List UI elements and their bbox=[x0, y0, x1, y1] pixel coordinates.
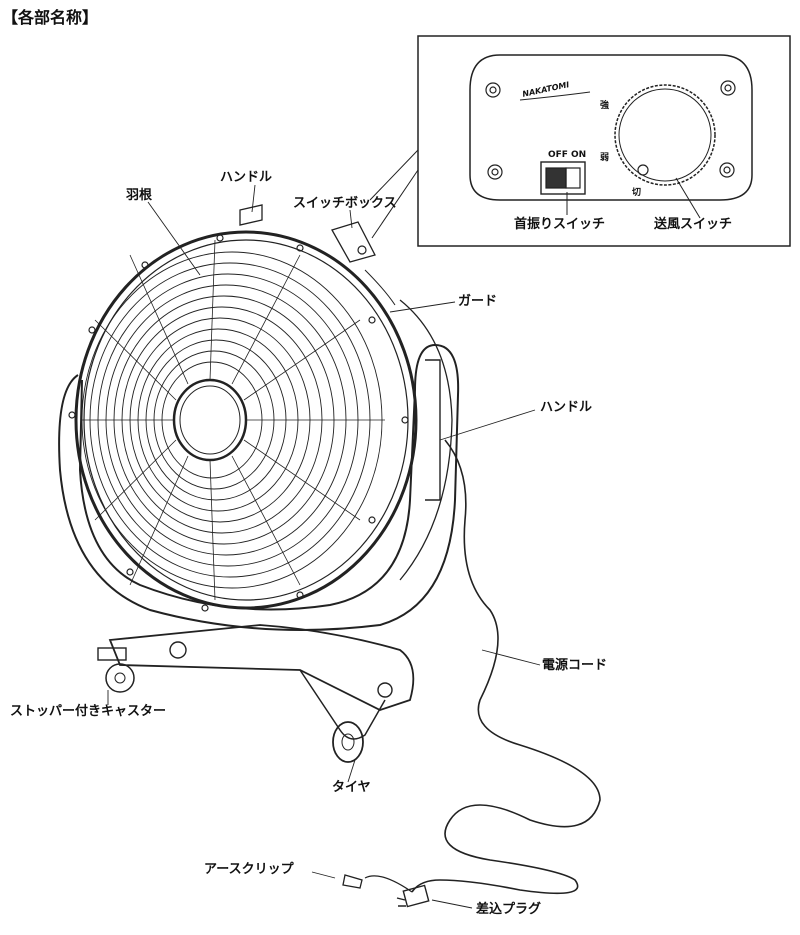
plug-label: 差込プラグ bbox=[476, 902, 542, 917]
plug bbox=[402, 884, 430, 908]
caster-wheel bbox=[97, 647, 135, 693]
leader-lines bbox=[107, 184, 541, 909]
side-handle bbox=[425, 359, 441, 501]
switch-box bbox=[331, 221, 376, 263]
power-cord bbox=[411, 439, 601, 895]
airflow-switch-label: 送風スイッチ bbox=[654, 217, 733, 232]
switch-off-text: OFF bbox=[548, 150, 568, 160]
airflow-dial bbox=[614, 84, 716, 186]
side-handle-label: ハンドル bbox=[540, 400, 593, 415]
switch-box-label: スイッチボックス bbox=[293, 196, 397, 211]
yoke-frame bbox=[58, 343, 460, 631]
dial-weak-text: 弱 bbox=[600, 153, 610, 163]
switch-on-text: ON bbox=[571, 150, 587, 160]
dial-strong-text: 強 bbox=[600, 101, 610, 111]
ground-clip bbox=[342, 874, 363, 889]
oscillation-switch bbox=[540, 161, 586, 195]
oscillation-switch-label: 首振りスイッチ bbox=[514, 217, 606, 232]
switch-plate bbox=[469, 54, 753, 201]
caster-label: ストッパー付きキャスター bbox=[10, 704, 167, 719]
tire-wheel bbox=[169, 641, 393, 763]
top-handle-label: ハンドル bbox=[220, 170, 273, 185]
fan-base bbox=[108, 624, 415, 711]
dial-stop-text: 切 bbox=[632, 188, 642, 198]
top-handle bbox=[239, 204, 263, 226]
guard-label: ガード bbox=[458, 294, 498, 309]
power-cord-label: 電源コード bbox=[542, 658, 608, 673]
guard-spokes bbox=[82, 239, 385, 601]
fan-hub bbox=[172, 378, 248, 462]
switch-panel-inset bbox=[417, 35, 791, 247]
tire-label: タイヤ bbox=[332, 780, 371, 795]
page-title: 【各部名称】 bbox=[2, 8, 99, 27]
ground-clip-label: アースクリップ bbox=[204, 862, 294, 877]
blade-label: 羽根 bbox=[126, 188, 153, 203]
